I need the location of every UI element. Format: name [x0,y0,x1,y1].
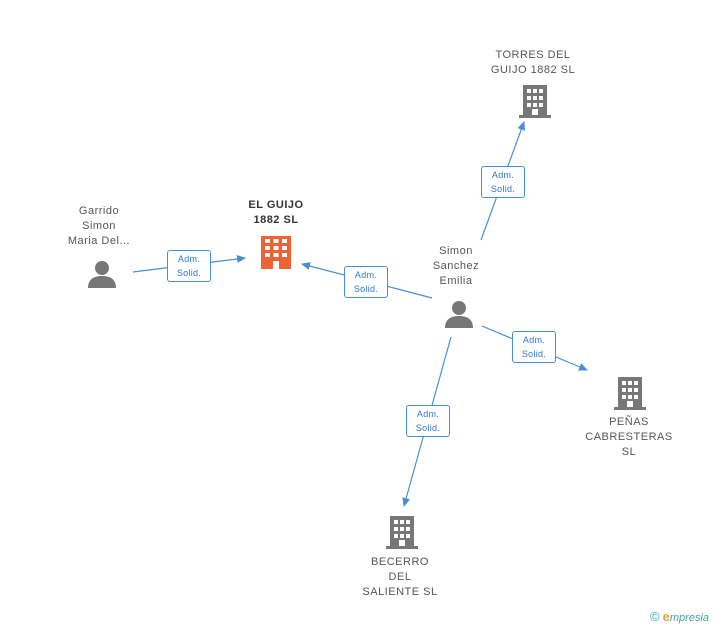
edge-label-line: Adm. [522,335,546,345]
edge-label-line: Solid. [490,184,516,194]
edge-label-simon-becerro[interactable]: Adm. Solid. [406,405,450,437]
edge-label-line: Solid. [521,349,547,359]
copyright-icon: © [650,609,660,624]
brand-initial: e [662,609,670,624]
building-icon-becerro[interactable] [386,516,418,549]
edge-label-line: Adm. [416,409,440,419]
node-label-line: CABRESTERAS [585,431,673,443]
node-label-line: Maria Del... [67,235,131,247]
node-label-line: Simon [82,220,116,232]
person-icon-simon[interactable] [445,301,473,328]
node-label-line: Garrido [78,205,120,217]
node-label-line: Sanchez [432,260,480,272]
node-label-becerro[interactable]: BECERRO DEL SALIENTE SL [340,555,460,600]
node-label-line: SALIENTE SL [362,586,438,598]
edge-label-simon-penas[interactable]: Adm. Solid. [512,331,556,363]
node-label-line: Simon [439,245,473,257]
building-icon-el-guijo[interactable] [261,236,291,269]
footer-brand[interactable]: © empresia [650,609,709,624]
building-icon-penas[interactable] [614,377,646,410]
node-label-line: GUIJO 1882 SL [490,64,576,76]
building-icon-torres[interactable] [519,85,551,118]
brand-name: mpresia [669,612,710,624]
edge-label-line: Solid. [176,268,202,278]
node-label-simon[interactable]: Simon Sanchez Emilia [406,244,506,289]
person-icon-garrido[interactable] [88,261,116,288]
edge-label-line: Adm. [491,170,515,180]
node-label-garrido[interactable]: Garrido Simon Maria Del... [49,204,149,249]
node-label-line: PEÑAS [609,416,649,428]
node-label-line: TORRES DEL [495,49,571,61]
node-label-torres[interactable]: TORRES DEL GUIJO 1882 SL [473,48,593,78]
node-label-line: DEL [388,571,412,583]
node-label-line: BECERRO [371,556,429,568]
edge-label-line: Solid. [415,423,441,433]
node-label-el-guijo[interactable]: EL GUIJO 1882 SL [226,198,326,228]
edge-label-simon-torres[interactable]: Adm. Solid. [481,166,525,198]
node-label-line: SL [621,446,637,458]
node-label-line: EL GUIJO [248,199,304,211]
node-label-line: 1882 SL [253,214,299,226]
edge-label-line: Solid. [353,284,379,294]
node-label-penas[interactable]: PEÑAS CABRESTERAS SL [569,415,689,460]
edge-label-line: Adm. [354,270,378,280]
edge-label-simon-elguijo[interactable]: Adm. Solid. [344,266,388,298]
edge-label-garrido-elguijo[interactable]: Adm. Solid. [167,250,211,282]
node-label-line: Emilia [439,275,473,287]
edge-label-line: Adm. [177,254,201,264]
